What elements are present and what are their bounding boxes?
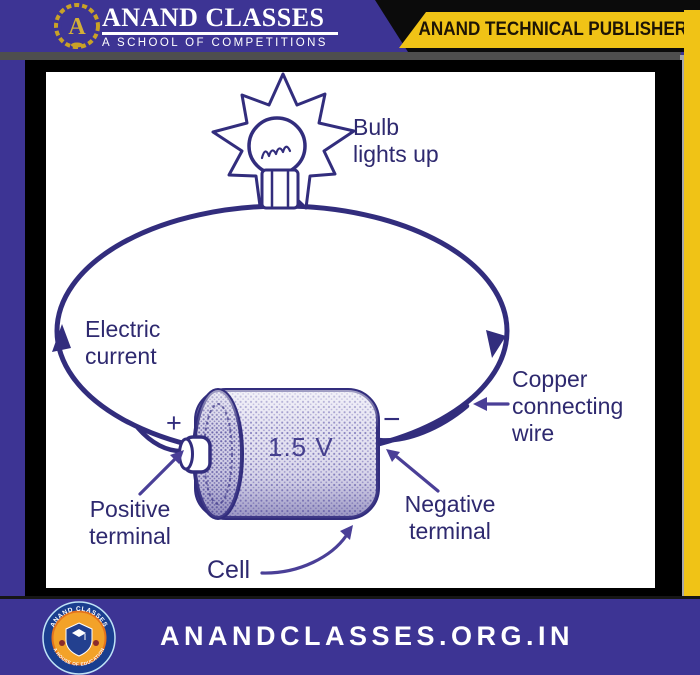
brand-tagline: A SCHOOL OF COMPETITIONS	[102, 37, 328, 49]
diagram-frame: Bulb lights up Electric current Copper c…	[25, 60, 682, 596]
brand-block: ANAND CLASSES A SCHOOL OF COMPETITIONS	[102, 5, 342, 54]
brand-rule	[102, 32, 338, 35]
badge-shield	[65, 622, 93, 657]
right-accent-band	[684, 10, 700, 596]
footer-logo-badge: ANAND CLASSES A HOUSE OF EDUCATION	[42, 601, 116, 675]
bulb-glass	[247, 116, 307, 176]
circuit-illustration	[52, 72, 510, 575]
brand-name: ANAND CLASSES	[102, 3, 325, 32]
bulb-filament	[260, 145, 292, 160]
cell-illustration	[178, 388, 380, 520]
current-arrow-left	[52, 324, 71, 352]
badge-cap-icon	[72, 629, 86, 637]
website-url: ANANDCLASSES.ORG.IN	[160, 621, 575, 651]
header: ANAND TECHNICAL PUBLISHERS A ANAND CLASS…	[0, 0, 700, 54]
logo-monogram: A	[68, 14, 86, 40]
publisher-banner-label: ANAND TECHNICAL PUBLISHERS	[419, 19, 699, 40]
right-accent-line	[680, 55, 684, 596]
footer: ANAND CLASSES A HOUSE OF EDUCATION ANAND…	[0, 596, 700, 675]
current-arrow-right	[486, 330, 506, 358]
label-arrows	[138, 397, 510, 575]
header-divider	[0, 52, 681, 60]
diagram-canvas: Bulb lights up Electric current Copper c…	[46, 72, 655, 588]
bulb-icon	[211, 72, 356, 210]
publisher-banner: ANAND TECHNICAL PUBLISHERS	[399, 12, 700, 48]
negative-wire	[375, 403, 470, 443]
bulb-base	[260, 168, 300, 210]
laurel-logo-icon: A	[54, 3, 100, 49]
